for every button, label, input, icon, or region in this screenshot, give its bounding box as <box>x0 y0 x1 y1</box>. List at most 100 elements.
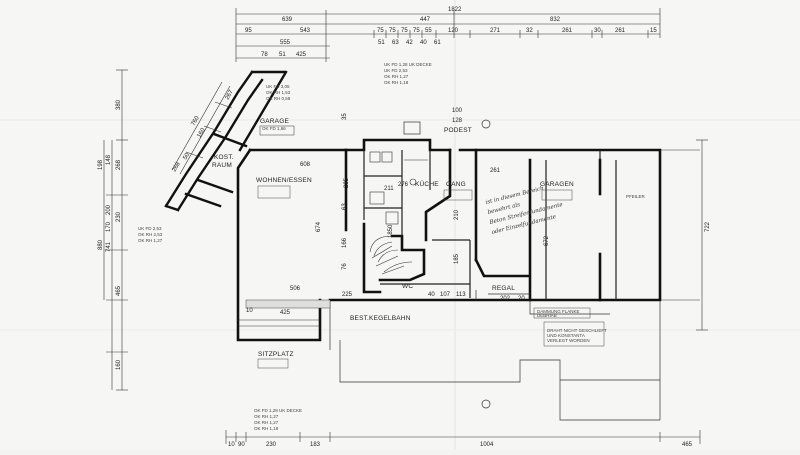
dim-chain: 75 <box>413 28 420 34</box>
dim-diagonal: 50 <box>183 152 192 161</box>
right-dimension-lines <box>660 139 708 331</box>
dim-interior: 261 <box>490 168 501 174</box>
note-box-text: DRAHT NICHT GESCHLIEFT <box>547 328 607 333</box>
dim-left: 170 <box>106 221 112 232</box>
svg-text:UK FD 1,28 UK DECKE: UK FD 1,28 UK DECKE <box>384 62 432 67</box>
dim-total-top: 1822 <box>448 7 462 13</box>
dim-chain: 30 <box>594 28 601 34</box>
dim-interior: 10 <box>246 308 253 314</box>
dim-chain2: 61 <box>434 40 441 46</box>
dim-left: 880 <box>98 239 104 250</box>
dim-diagonal: 760 <box>191 115 202 127</box>
top-dimension-ticks <box>373 30 649 38</box>
svg-text:OK RH 1,18: OK RH 1,18 <box>254 426 279 431</box>
sitzplatz-label-box <box>257 358 289 369</box>
dim-left: 465 <box>116 285 122 296</box>
dim-chain: 75 <box>389 28 396 34</box>
dim-diagonal: 267 <box>225 89 236 101</box>
annotation-block: UK FD 3,05 OK RH 1,53 OK RH 0,58 UK FD 1… <box>262 62 432 131</box>
terrace-edge <box>238 319 320 327</box>
dim-interior: 608 <box>300 162 311 168</box>
dim-diagonal: 268 <box>172 161 183 173</box>
dim-bottom-chain: 90 <box>238 442 245 448</box>
svg-text:OK FD 1,28 UK DECKE: OK FD 1,28 UK DECKE <box>254 408 302 413</box>
dim-interior: 211 <box>384 186 394 192</box>
garage-wing-thin <box>171 81 233 175</box>
room-raum: RAUM <box>212 162 232 169</box>
dim-interior: 225 <box>342 292 353 298</box>
note-box-text: VERLEGT WORDEN <box>547 338 590 343</box>
interior-dims: 608 235 674 211 276 210 672 261 506 425 … <box>246 108 550 316</box>
dim-chain: 261 <box>615 28 626 34</box>
dim-interior: 506 <box>290 286 301 292</box>
dim-chain: 75 <box>401 28 408 34</box>
kitchen-cabinets <box>369 151 428 225</box>
dim-left: 148 <box>106 154 112 165</box>
room-pfeiler: PFEILER <box>626 194 646 199</box>
dim-sub-e: 78 <box>261 52 268 58</box>
room-best: BEST.KEGELBAHN <box>350 315 411 322</box>
room-podest: PODEST <box>444 127 472 134</box>
dim-interior: 35 <box>342 113 348 120</box>
left-dimension-lines <box>103 69 128 391</box>
note-box-text: UND KONSTANTA <box>547 333 585 338</box>
svg-text:OK RH 1,18: OK RH 1,18 <box>384 80 409 85</box>
dim-interior: 166 <box>342 237 348 248</box>
inner-walls <box>363 150 617 300</box>
dim-interior: 76 <box>342 263 348 270</box>
room-gang: GANG <box>446 181 466 188</box>
dim-top-right: 832 <box>550 17 561 23</box>
dim-interior: 235 <box>344 177 350 188</box>
room-wc: WC <box>402 283 413 290</box>
dim-interior: 63 <box>342 203 348 210</box>
dim-chain2: 63 <box>392 40 399 46</box>
room-garage: GARAGE <box>260 118 289 125</box>
room-kueche: KÜCHE <box>415 180 439 188</box>
dim-sub-f: 51 <box>279 52 286 58</box>
dim-chain: 15 <box>650 28 657 34</box>
dim-left: 741 <box>106 241 112 252</box>
garage-wing-dims: 760 160 268 267 50 <box>172 89 236 173</box>
dim-chain: 271 <box>490 28 501 34</box>
garage-wing-walls <box>164 70 288 212</box>
svg-text:OK RH 1,53: OK RH 1,53 <box>266 90 291 95</box>
dim-bottom-chain: 10 <box>228 442 235 448</box>
dim-sub-a: 95 <box>245 28 252 34</box>
svg-text:OK RH 1,27: OK RH 1,27 <box>138 238 163 243</box>
dim-left: 198 <box>98 159 104 170</box>
dim-chain: 55 <box>425 28 432 34</box>
dim-sub-b: 543 <box>300 28 311 34</box>
svg-text:UK FD 2,53: UK FD 2,53 <box>138 226 162 231</box>
dim-interior: 425 <box>280 310 291 316</box>
dim-chain2: 40 <box>420 40 427 46</box>
dim-interior: 100 <box>452 108 463 114</box>
dim-left: 268 <box>116 159 122 170</box>
annotation-block: OK FD 1,28 UK DECKE OK RH 1,27 OK RH 1,2… <box>138 226 302 431</box>
kegelbahn-strip <box>245 299 331 309</box>
dim-bottom-chain: 183 <box>310 442 321 448</box>
wohnen-label-box <box>257 185 291 199</box>
svg-text:OK RH 1,27: OK RH 1,27 <box>384 74 409 79</box>
svg-text:OK RH 1,27: OK RH 1,27 <box>254 420 279 425</box>
svg-text:OK RH 2,53: OK RH 2,53 <box>138 232 163 237</box>
dim-chain: 261 <box>562 28 573 34</box>
dim-sub-d: 425 <box>296 52 307 58</box>
svg-text:OK RH 0,58: OK RH 0,58 <box>266 96 291 101</box>
dim-interior: 128 <box>452 118 463 124</box>
svg-text:UK FD 3,05: UK FD 3,05 <box>266 84 290 89</box>
dim-interior: 107 <box>440 292 451 298</box>
dim-interior: 202 <box>500 296 511 302</box>
svg-text:OK RH 1,27: OK RH 1,27 <box>254 414 279 419</box>
garage-label-box <box>259 125 295 136</box>
room-garagen: GARAGEN <box>540 181 574 188</box>
dim-chain: 32 <box>526 28 533 34</box>
main-walls <box>236 138 662 342</box>
dim-bottom-left: 465 <box>682 442 693 448</box>
dim-bottom-total: 1004 <box>480 442 494 448</box>
dim-top-left: 639 <box>282 17 293 23</box>
room-kost: KOST. <box>214 154 234 161</box>
dim-left: 160 <box>116 359 122 370</box>
dim-chain: 120 <box>448 28 459 34</box>
dim-interior: 20 <box>518 296 525 302</box>
